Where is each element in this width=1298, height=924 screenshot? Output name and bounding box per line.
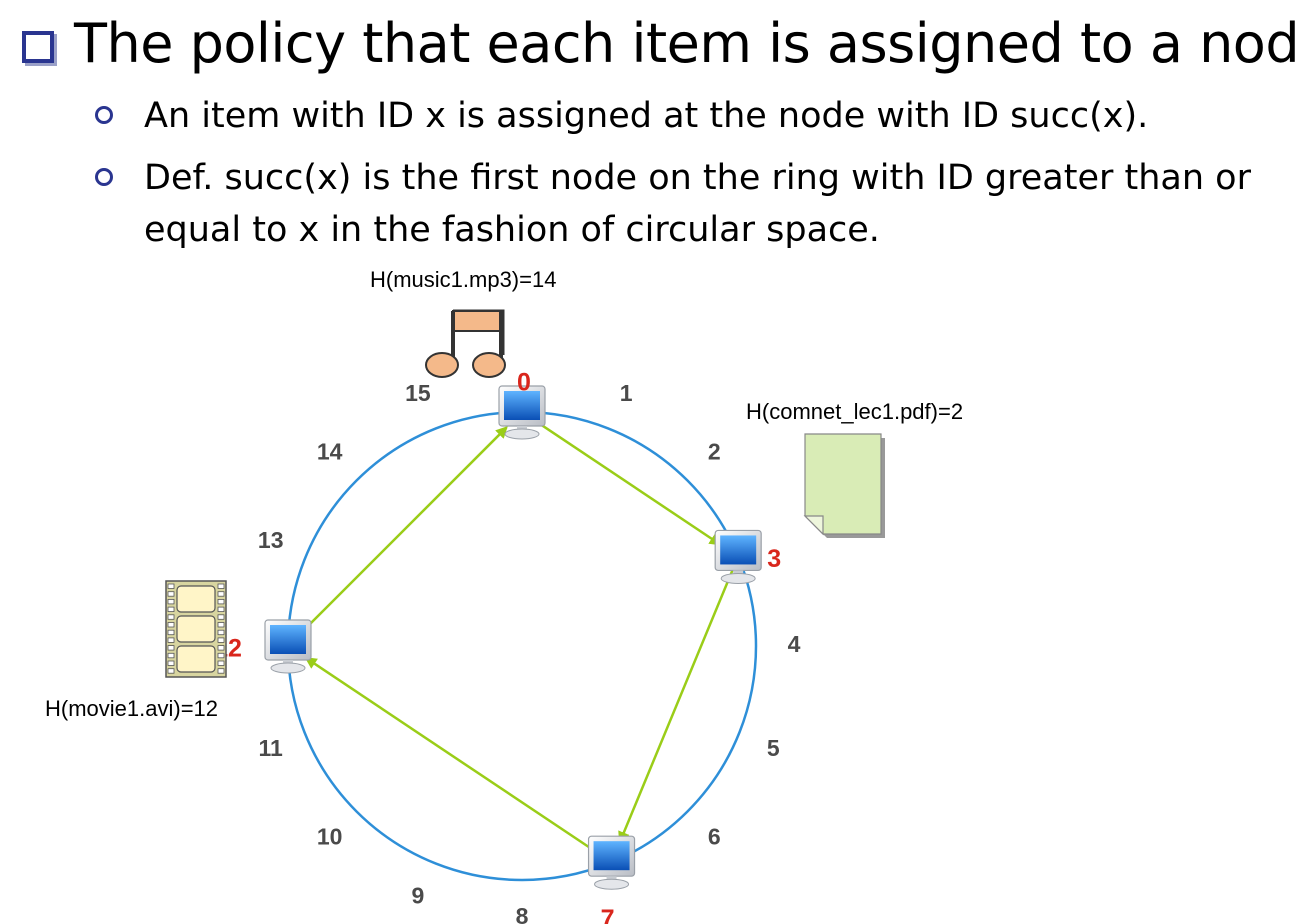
computer-icon <box>587 835 636 890</box>
successor-arrow <box>304 657 608 860</box>
pdf-hash-label: H(comnet_lec1.pdf)=2 <box>746 399 963 424</box>
computer-icon <box>714 529 762 585</box>
ring-position-label: 9 <box>412 882 425 908</box>
ring-position-label: 4 <box>788 631 801 657</box>
node-id-label: 3 <box>767 545 781 573</box>
ring-position-label: 14 <box>317 439 343 465</box>
music-hash-label: H(music1.mp3)=14 <box>370 267 556 292</box>
movie-hash-label: H(movie1.avi)=12 <box>45 696 218 721</box>
ring-position-label: 11 <box>259 735 284 761</box>
ring-position-label: 8 <box>516 903 529 924</box>
ring-position-label: 10 <box>317 823 343 849</box>
bullet-item: An item with ID x is assigned at the nod… <box>95 90 1285 142</box>
bullet-text: An item with ID x is assigned at the nod… <box>144 96 1149 136</box>
ring-position-label: 1 <box>620 380 633 406</box>
ring-position-label: 5 <box>767 735 780 761</box>
bullet-circle-icon <box>95 168 113 186</box>
computer-icon <box>264 619 312 674</box>
ring-circle <box>286 410 758 882</box>
bullet-text: Def. succ(x) is the first node on the ri… <box>144 158 1251 250</box>
music-note-icon <box>425 309 506 378</box>
film-strip-icon <box>165 580 227 678</box>
ring-position-label: 13 <box>258 527 284 553</box>
ring-position-label: 15 <box>405 380 431 406</box>
ring-position-label: 6 <box>708 823 721 849</box>
successor-arrow <box>526 414 722 546</box>
node-id-label: 0 <box>517 369 531 397</box>
document-icon <box>803 433 885 538</box>
successor-arrow <box>291 426 508 643</box>
node-id-label: 7 <box>601 905 615 924</box>
heading-text: The policy that each item is assigned to… <box>74 12 1298 75</box>
heading-bullet-box <box>22 31 54 63</box>
successor-arrow <box>618 561 738 844</box>
slide-heading: The policy that each item is assigned to… <box>22 8 1298 80</box>
bullet-circle-icon <box>95 106 113 124</box>
bullet-item: Def. succ(x) is the first node on the ri… <box>95 152 1285 256</box>
ring-position-label: 2 <box>708 439 721 465</box>
